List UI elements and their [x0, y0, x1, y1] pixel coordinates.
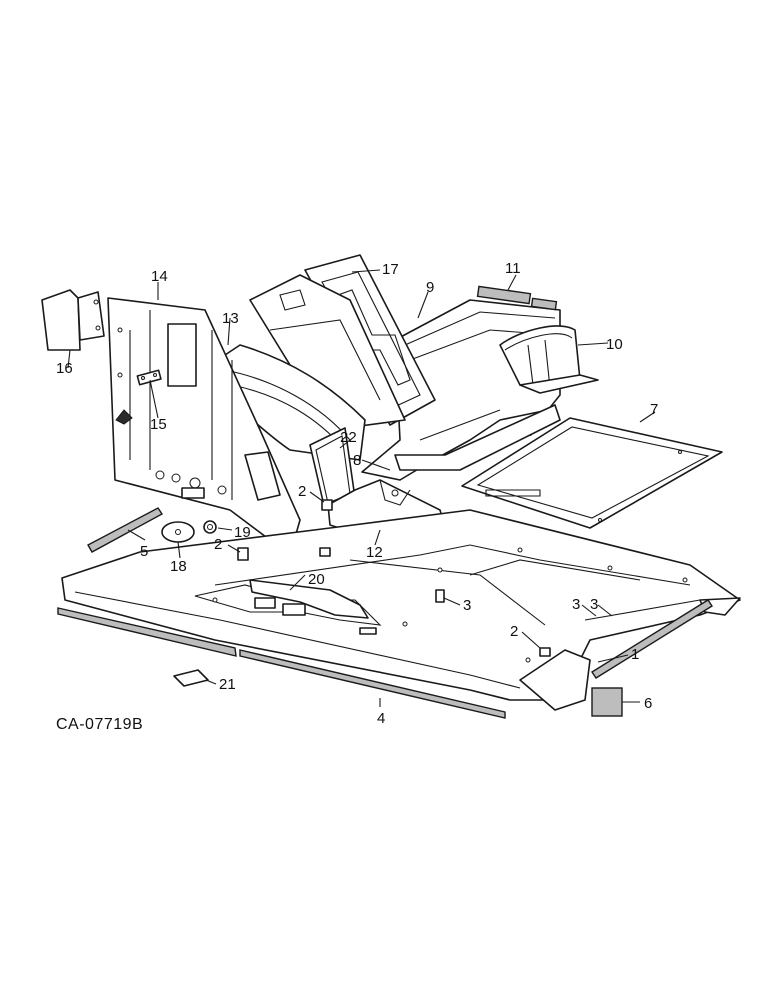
part-11-seal-strip: [476, 285, 558, 311]
part-3-fasteners: [435, 589, 445, 603]
callout-13: 13: [222, 310, 239, 327]
callout-8: 8: [353, 452, 361, 469]
part-5-hatched-bar: [87, 507, 164, 553]
callout-5: 5: [140, 543, 148, 560]
part-14-side-panel: [107, 297, 301, 556]
leader-lines: [67, 269, 656, 707]
callout-21: 21: [219, 676, 236, 693]
part-21-small-plate: [173, 669, 209, 687]
callout-2-center: 2: [298, 483, 306, 500]
part-7-floor-mat: [461, 417, 723, 529]
callout-labels: 1 2 2 2 3 3 3 4 5 6 7 8 9 10 11 12 13 14…: [56, 260, 658, 727]
part-18-cover-plate: [161, 521, 195, 543]
part-4-lower-strip: [57, 607, 506, 719]
part-17-console-panel: [249, 254, 436, 431]
callout-3-right-b: 3: [590, 596, 598, 613]
callout-19: 19: [234, 524, 251, 541]
callout-22: 22: [340, 429, 357, 446]
callout-12: 12: [366, 544, 383, 561]
callout-17: 17: [382, 261, 399, 278]
callout-7: 7: [650, 401, 658, 418]
part-10-tunnel-cover: [499, 325, 599, 394]
callout-9: 9: [426, 279, 434, 296]
callout-16: 16: [56, 360, 73, 377]
part-6-block: [591, 687, 623, 717]
drawing-id: CA-07719B: [56, 716, 143, 733]
part-19-grommet: [203, 520, 217, 534]
part-16-side-flap: [41, 289, 105, 351]
part-2-clips: [237, 499, 551, 657]
callout-14: 14: [151, 268, 168, 285]
callout-11: 11: [505, 260, 521, 277]
main-floor-frame: [61, 509, 741, 711]
part-20-bracket: [249, 579, 369, 619]
callout-6: 6: [644, 695, 652, 712]
part-1-right-rail: [591, 599, 713, 679]
callout-18: 18: [170, 558, 187, 575]
callout-1: 1: [631, 646, 639, 663]
callout-2-left: 2: [214, 536, 222, 553]
callout-10: 10: [606, 336, 623, 353]
callout-3-center: 3: [463, 597, 471, 614]
callout-3-right-a: 3: [572, 596, 580, 613]
callout-4: 4: [377, 710, 385, 727]
callout-20: 20: [308, 571, 325, 588]
callout-2-right: 2: [510, 623, 518, 640]
callout-15: 15: [150, 416, 167, 433]
